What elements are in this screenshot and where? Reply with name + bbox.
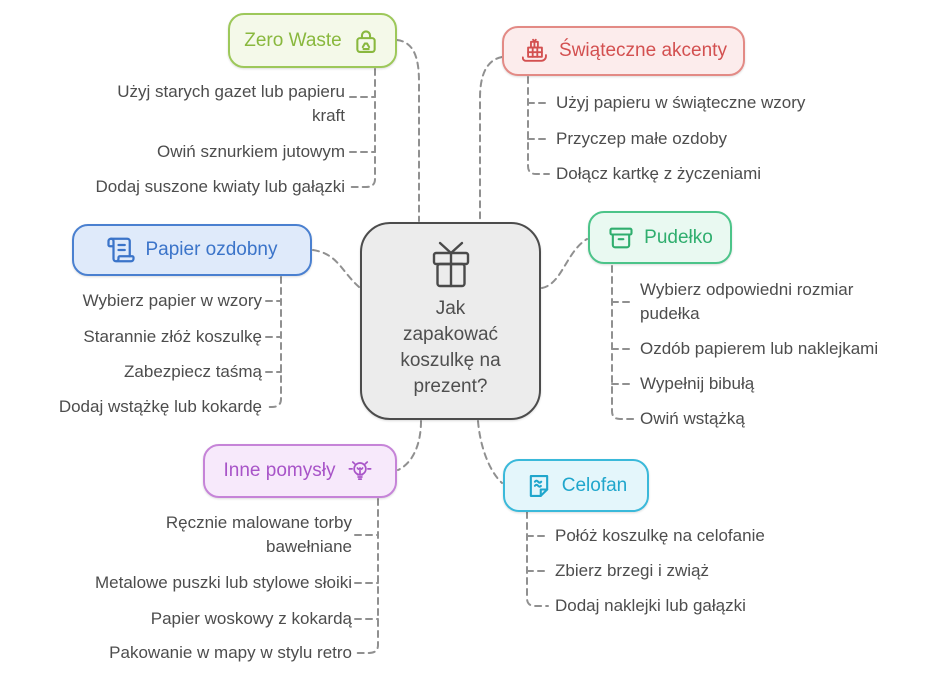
branch-node-papier-ozdobny[interactable]: Papier ozdobny xyxy=(72,224,312,276)
edge-center-celofan xyxy=(477,420,503,484)
sub-item-pudelko-1[interactable]: Wybierz odpowiedni rozmiar pudełka xyxy=(640,280,854,323)
central-topic-node[interactable]: Jak zapakować koszulkę na prezent? xyxy=(360,222,541,420)
sub-item-pudelko-2[interactable]: Ozdób papierem lub naklejkami xyxy=(640,339,879,358)
gift-icon xyxy=(432,241,469,288)
sub-item-papier-2[interactable]: Starannie złóż koszulkę xyxy=(83,327,262,346)
central-topic-label: Jak zapakować koszulkę na prezent? xyxy=(400,298,501,397)
branch-node-inne-pomysly[interactable]: Inne pomysły xyxy=(203,444,397,498)
sub-item-zero-waste-1[interactable]: Użyj starych gazet lub papieru kraft xyxy=(117,82,345,125)
branch-label-papier-ozdobny: Papier ozdobny xyxy=(145,239,278,260)
branch-node-zero-waste[interactable]: Zero Waste xyxy=(228,13,397,68)
edge-center-pudelko xyxy=(541,238,588,289)
sub-item-inne-1[interactable]: Ręcznie malowane torby bawełniane xyxy=(165,513,352,556)
sub-item-papier-3[interactable]: Zabezpiecz taśmą xyxy=(124,362,262,381)
branch-node-swiateczne-akcenty[interactable]: Świąteczne akcenty xyxy=(502,26,745,76)
branch-label-swiateczne-akcenty: Świąteczne akcenty xyxy=(559,40,727,61)
sub-item-zero-waste-3[interactable]: Dodaj suszone kwiaty lub gałązki xyxy=(95,177,345,196)
edge-center-papier xyxy=(312,249,360,288)
recycle-bag-icon xyxy=(356,29,376,53)
branch-label-zero-waste: Zero Waste xyxy=(244,29,342,51)
branch-label-celofan: Celofan xyxy=(561,474,628,496)
sub-item-pudelko-3[interactable]: Wypełnij bibułą xyxy=(640,374,755,393)
sub-item-swiateczne-2[interactable]: Przyczep małe ozdoby xyxy=(556,129,728,148)
sub-item-swiateczne-3[interactable]: Dołącz kartkę z życzeniami xyxy=(556,164,762,183)
branch-label-pudelko: Pudełko xyxy=(644,226,713,248)
sub-item-inne-2[interactable]: Metalowe puszki lub stylowe słoiki xyxy=(95,573,352,592)
edge-center-zero-waste xyxy=(396,39,420,222)
sub-item-celofan-1[interactable]: Połóż koszulkę na celofanie xyxy=(555,526,765,545)
scroll-icon xyxy=(107,237,136,263)
box-icon xyxy=(609,227,633,248)
cellophane-sheet-icon xyxy=(529,474,548,497)
edge-center-swiateczne xyxy=(479,56,503,222)
sub-item-pudelko-4[interactable]: Owiń wstążką xyxy=(640,409,745,428)
sub-item-swiateczne-1[interactable]: Użyj papieru w świąteczne wzory xyxy=(556,93,806,112)
sleigh-gifts-icon xyxy=(521,38,547,62)
sub-item-inne-3[interactable]: Papier woskowy z kokardą xyxy=(150,609,352,628)
branch-label-inne-pomysly: Inne pomysły xyxy=(223,460,336,481)
lightbulb-icon xyxy=(348,461,372,480)
sub-item-papier-1[interactable]: Wybierz papier w wzory xyxy=(82,291,262,310)
sub-item-zero-waste-2[interactable]: Owiń sznurkiem jutowym xyxy=(157,142,345,161)
sub-item-papier-4[interactable]: Dodaj wstążkę lub kokardę xyxy=(58,397,262,416)
edge-center-inne xyxy=(397,420,422,471)
sub-item-inne-4[interactable]: Pakowanie w mapy w stylu retro xyxy=(109,643,352,662)
sub-item-celofan-2[interactable]: Zbierz brzegi i zwiąż xyxy=(555,561,709,580)
branch-node-celofan[interactable]: Celofan xyxy=(503,459,649,512)
branch-node-pudelko[interactable]: Pudełko xyxy=(588,211,732,264)
sub-item-celofan-3[interactable]: Dodaj naklejki lub gałązki xyxy=(555,596,746,615)
